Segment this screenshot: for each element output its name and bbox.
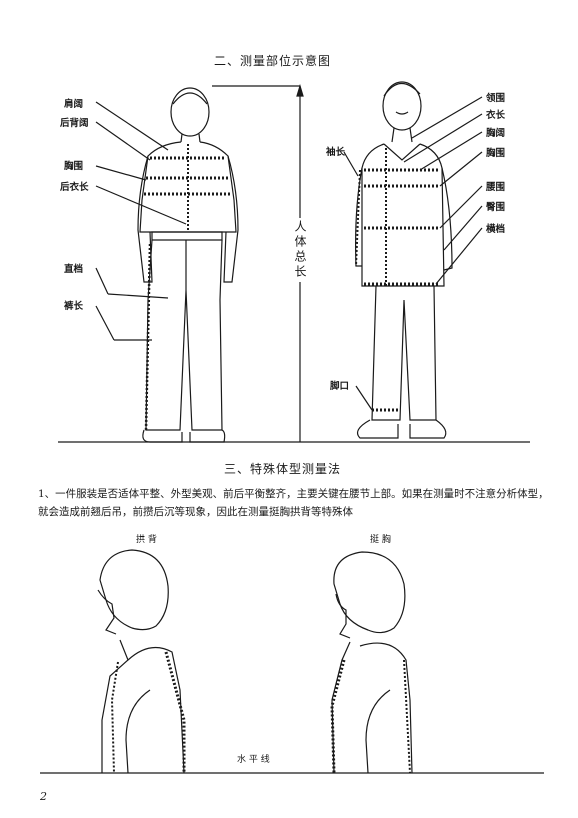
label-crotch-depth: 直档 <box>64 264 84 275</box>
caption-protruding-chest: 挺 胸 <box>370 535 391 545</box>
leader-sleeve <box>343 151 359 177</box>
front-figure <box>355 81 453 439</box>
leader-chest-width <box>419 131 483 171</box>
height-arrow-up-icon <box>296 83 304 97</box>
back-figure <box>137 87 239 443</box>
section-3-paragraph: 1、一件服装是否适体平整、外型美观、前后平衡整齐，主要关键在腰节上部。如果在测量… <box>38 488 549 518</box>
leader-crotch-a <box>95 267 109 295</box>
section-3-title: 三、特殊体型测量法 <box>224 462 342 476</box>
label-hip: 臀围 <box>486 202 506 213</box>
leader-collar <box>411 96 483 139</box>
leader-back-width <box>95 121 151 161</box>
leader-coat-length <box>403 113 483 163</box>
label-chest-width: 胸阔 <box>486 128 506 139</box>
leader-chest-girth <box>439 151 483 187</box>
leader-crotch-width <box>435 227 483 285</box>
label-crotch-width: 横档 <box>486 224 506 235</box>
label-body-height: 人体总长 <box>292 218 309 282</box>
label-coat-length: 衣长 <box>486 110 506 121</box>
label-sleeve-length: 袖长 <box>326 147 346 158</box>
label-back-length: 后衣长 <box>60 182 89 193</box>
leader-waist <box>439 185 483 229</box>
label-trouser-cuff: 脚口 <box>330 381 350 392</box>
leader-shoulder <box>95 101 169 151</box>
label-back-width: 后背阔 <box>60 118 89 129</box>
label-shoulder-width: 肩阔 <box>64 99 84 110</box>
label-waist: 腰围 <box>486 182 506 193</box>
leader-pants-a <box>95 305 115 341</box>
leader-back-length <box>95 185 187 225</box>
label-collar: 领围 <box>486 93 506 104</box>
label-pants-length: 裤长 <box>64 301 84 312</box>
leader-crotch-b <box>107 293 169 299</box>
caption-horizontal-line: 水 平 线 <box>234 752 273 765</box>
caption-stooped-back: 拱 背 <box>136 535 157 545</box>
leader-hip <box>443 205 483 251</box>
leader-chest <box>95 165 147 181</box>
leader-cuff <box>355 385 373 411</box>
section-2-title: 二、测量部位示意图 <box>214 54 332 68</box>
label-chest-girth-back: 胸围 <box>64 161 84 172</box>
stooped-back-figure <box>97 549 186 774</box>
page-number: 2 <box>40 790 47 803</box>
protruding-chest-figure <box>330 551 413 774</box>
label-chest-girth: 胸围 <box>486 148 506 159</box>
